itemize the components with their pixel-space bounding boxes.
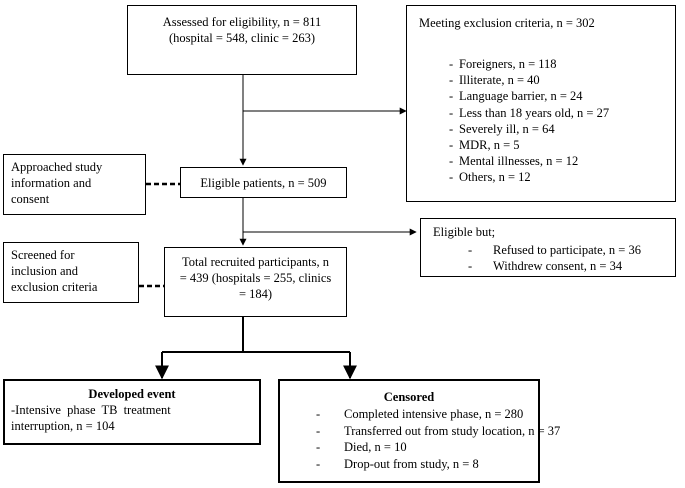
screened-line3: exclusion criteria <box>11 280 98 294</box>
eligible-but-item: -Withdrew consent, n = 34 <box>468 259 623 273</box>
recruited-box: Total recruited participants, n = 439 (h… <box>164 247 347 317</box>
screened-box: Screened for inclusion and exclusion cri… <box>3 242 139 303</box>
eligible-but-title: Eligible but; <box>433 225 496 239</box>
eligible-but-item: -Refused to participate, n = 36 <box>468 243 641 257</box>
recruited-line2: = 439 (hospitals = 255, clinics <box>179 271 332 285</box>
eligible-but-box: Eligible but; -Refused to participate, n… <box>420 218 676 277</box>
screened-line2: inclusion and <box>11 264 79 278</box>
eligible-text: Eligible patients, n = 509 <box>200 176 327 190</box>
eligible-but-list: -Refused to participate, n = 36 -Withdre… <box>421 242 675 274</box>
assessed-line2: (hospital = 548, clinic = 263) <box>168 31 316 45</box>
censored-title: Censored <box>383 390 435 404</box>
exclusion-item: -Illiterate, n = 40 <box>449 73 540 88</box>
censored-item: -Completed intensive phase, n = 280 <box>316 407 524 421</box>
assessed-box: Assessed for eligibility, n = 811 (hospi… <box>127 5 357 75</box>
developed-event-line1: -Intensive phase TB treatment <box>11 403 171 417</box>
approached-line2: information and <box>11 176 92 190</box>
exclusion-box: Meeting exclusion criteria, n = 302 -For… <box>406 5 676 202</box>
exclusion-item: -Foreigners, n = 118 <box>449 57 557 71</box>
exclusion-item: -Severely ill, n = 64 <box>449 121 555 136</box>
developed-event-line2: interruption, n = 104 <box>11 419 115 433</box>
assessed-line1: Assessed for eligibility, n = 811 <box>162 15 322 29</box>
exclusion-item: -Less than 18 years old, n = 27 <box>449 105 610 120</box>
censored-item: -Drop-out from study, n = 8 <box>316 456 479 471</box>
developed-event-title: Developed event <box>88 387 176 401</box>
censored-box: Censored -Completed intensive phase, n =… <box>278 379 561 483</box>
exclusion-item: -Mental illnesses, n = 12 <box>449 154 579 169</box>
censored-item: -Transferred out from study location, n … <box>316 423 561 438</box>
censored-item: -Died, n = 10 <box>316 440 407 454</box>
exclusion-item: -Language barrier, n = 24 <box>449 89 583 104</box>
exclusion-title: Meeting exclusion criteria, n = 302 <box>419 16 595 30</box>
developed-event-box: Developed event -Intensive phase TB trea… <box>3 379 261 445</box>
exclusion-item: -MDR, n = 5 <box>449 137 520 152</box>
recruited-line3: = 184) <box>238 287 273 301</box>
screened-line1: Screened for <box>11 248 75 262</box>
approached-box: Approached study information and consent <box>3 154 146 215</box>
approached-line1: Approached study <box>11 160 103 174</box>
exclusion-item: -Others, n = 12 <box>449 170 531 185</box>
exclusion-list: -Foreigners, n = 118 -Illiterate, n = 40… <box>407 56 675 186</box>
recruited-line1: Total recruited participants, n <box>182 255 329 269</box>
censored-list: -Completed intensive phase, n = 280 -Tra… <box>280 406 561 472</box>
eligible-box: Eligible patients, n = 509 <box>180 167 347 198</box>
approached-line3: consent <box>11 192 50 206</box>
